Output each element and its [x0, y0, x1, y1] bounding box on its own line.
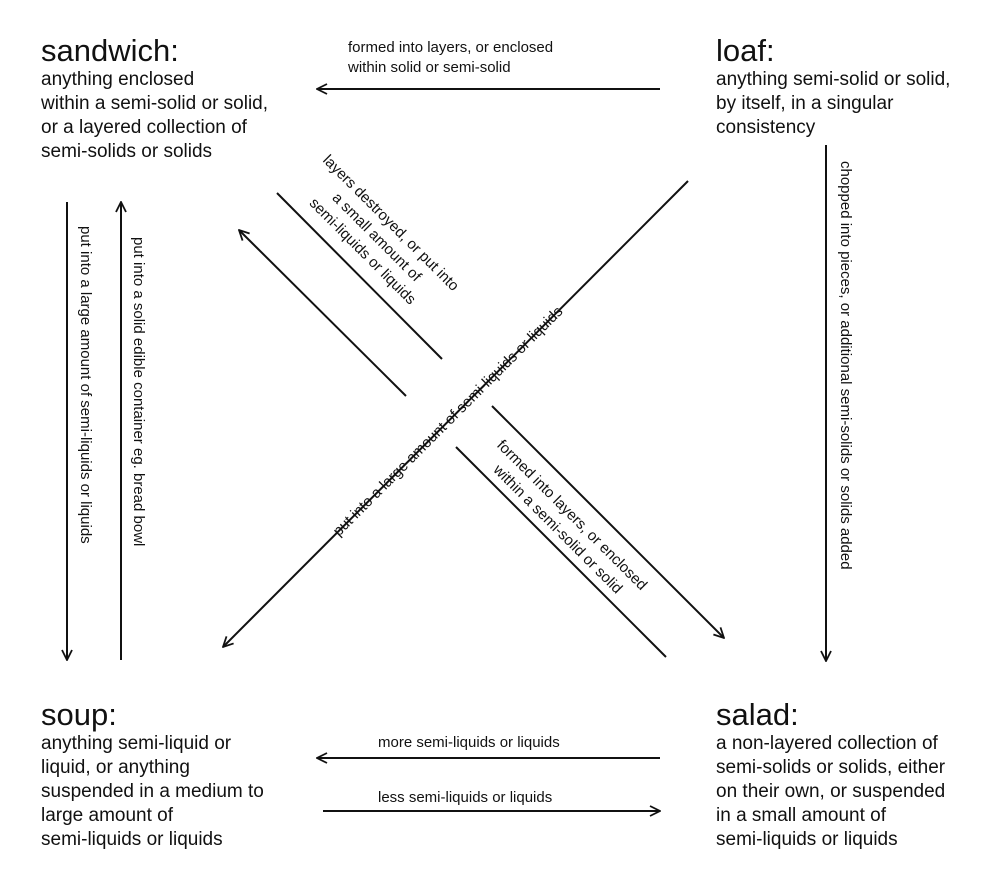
node-desc-loaf: anything semi-solid or solid, by itself,…: [716, 69, 951, 138]
node-soup: soup: anything semi-liquid or liquid, or…: [41, 698, 264, 852]
arrow-soup-to-salad-layers: [491, 405, 724, 638]
label-soup-to-sandwich: put into a solid edible container eg. br…: [130, 237, 147, 547]
arrow-salad-to-sandwich: [239, 230, 407, 397]
node-desc-salad: a non-layered collection of semi-solids …: [716, 733, 946, 850]
label-loaf-to-sandwich: formed into layers, or enclosed within s…: [348, 39, 554, 76]
label-soup-to-salad: less semi-liquids or liquids: [378, 789, 553, 806]
arrow-salad-to-sandwich-guide: [276, 192, 443, 360]
node-loaf: loaf: anything semi-solid or solid, by i…: [716, 34, 950, 140]
node-title-sandwich: sandwich:: [41, 33, 179, 68]
node-title-loaf: loaf:: [716, 33, 775, 68]
label-sandwich-to-soup: put into a large amount of semi-liquids …: [77, 226, 94, 544]
node-desc-sandwich: anything enclosed within a semi-solid or…: [41, 69, 269, 162]
node-sandwich: sandwich: anything enclosed within a sem…: [41, 34, 268, 164]
node-salad: salad: a non-layered collection of semi-…: [716, 698, 945, 852]
label-salad-to-soup: more semi-liquids or liquids: [378, 734, 560, 751]
label-loaf-to-salad: chopped into pieces, or additional semi-…: [837, 161, 854, 570]
node-title-salad: salad:: [716, 697, 799, 732]
arrow-soup-to-salad-layers-guide: [455, 446, 667, 658]
node-title-soup: soup:: [41, 697, 117, 732]
node-desc-soup: anything semi-liquid or liquid, or anyth…: [41, 733, 264, 850]
arrow-loaf-to-soup: [223, 180, 689, 647]
